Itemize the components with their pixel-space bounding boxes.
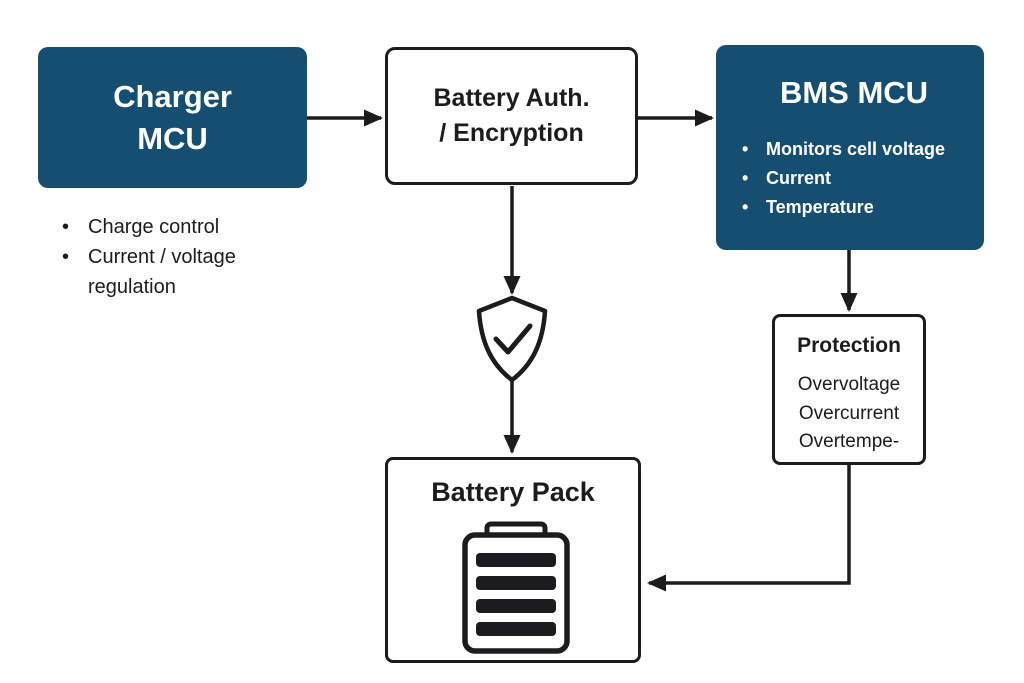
protection-box: Protection Overvoltage Overcurrent Overt… bbox=[772, 314, 926, 465]
protection-items: Overvoltage Overcurrent Overtempe- bbox=[775, 371, 923, 457]
bullet-icon: • bbox=[742, 197, 749, 217]
charger-mcu-box: Charger MCU bbox=[38, 47, 307, 188]
bullet-text: Current bbox=[766, 168, 832, 188]
list-item: • Charge control bbox=[62, 212, 310, 242]
battery-icon bbox=[461, 521, 571, 656]
bullet-text: Charge control bbox=[88, 216, 220, 238]
battery-pack-title: Battery Pack bbox=[431, 477, 595, 507]
protection-item: Overtempe- bbox=[798, 431, 900, 452]
battery-auth-title: Battery Auth. / Encryption bbox=[433, 84, 590, 147]
list-item: • Current bbox=[742, 164, 966, 193]
list-item: • Monitors cell voltage bbox=[742, 135, 966, 164]
protection-title: Protection bbox=[797, 334, 901, 357]
list-item: • Temperature bbox=[742, 193, 966, 222]
bullet-text: Temperature bbox=[766, 197, 874, 217]
bms-mcu-bullets: • Monitors cell voltage • Current • Temp… bbox=[742, 135, 966, 222]
bullet-text: Monitors cell voltage bbox=[766, 139, 946, 159]
arrow-protection-to-pack bbox=[647, 465, 851, 592]
charger-mcu-bullets: • Charge control • Current / voltage reg… bbox=[62, 212, 310, 302]
bullet-icon: • bbox=[742, 139, 749, 159]
bullet-text: Current / voltage regulation bbox=[88, 246, 236, 298]
bms-mcu-title: BMS MCU bbox=[779, 75, 929, 110]
bullet-icon: • bbox=[62, 216, 70, 238]
battery-auth-box: Battery Auth. / Encryption bbox=[385, 47, 638, 185]
protection-item: Overvoltage bbox=[797, 374, 901, 395]
bullet-icon: • bbox=[742, 168, 749, 188]
shield-check-icon bbox=[470, 295, 554, 385]
list-item: • Current / voltage regulation bbox=[62, 242, 310, 302]
bullet-icon: • bbox=[62, 246, 70, 268]
charger-mcu-title: Charger MCU bbox=[113, 78, 232, 156]
protection-item: Overcurrent bbox=[798, 402, 900, 424]
bms-mcu-box: BMS MCU • Monitors cell voltage • Curren… bbox=[716, 45, 984, 250]
battery-pack-box: Battery Pack bbox=[385, 457, 641, 663]
